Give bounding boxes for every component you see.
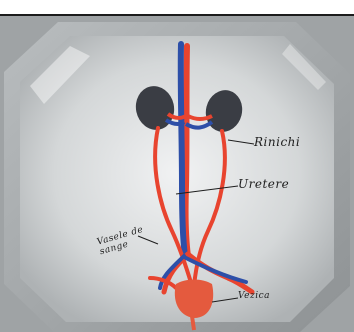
urethra [192,316,194,330]
label-bladder: Vezica [238,291,270,301]
aorta [186,46,188,256]
top-white-strip [0,0,354,14]
label-kidneys: Rinichi [254,135,300,149]
urinary-system-model-photo [0,16,354,332]
photo-illustration [0,16,354,332]
label-ureters: Uretere [238,177,289,191]
